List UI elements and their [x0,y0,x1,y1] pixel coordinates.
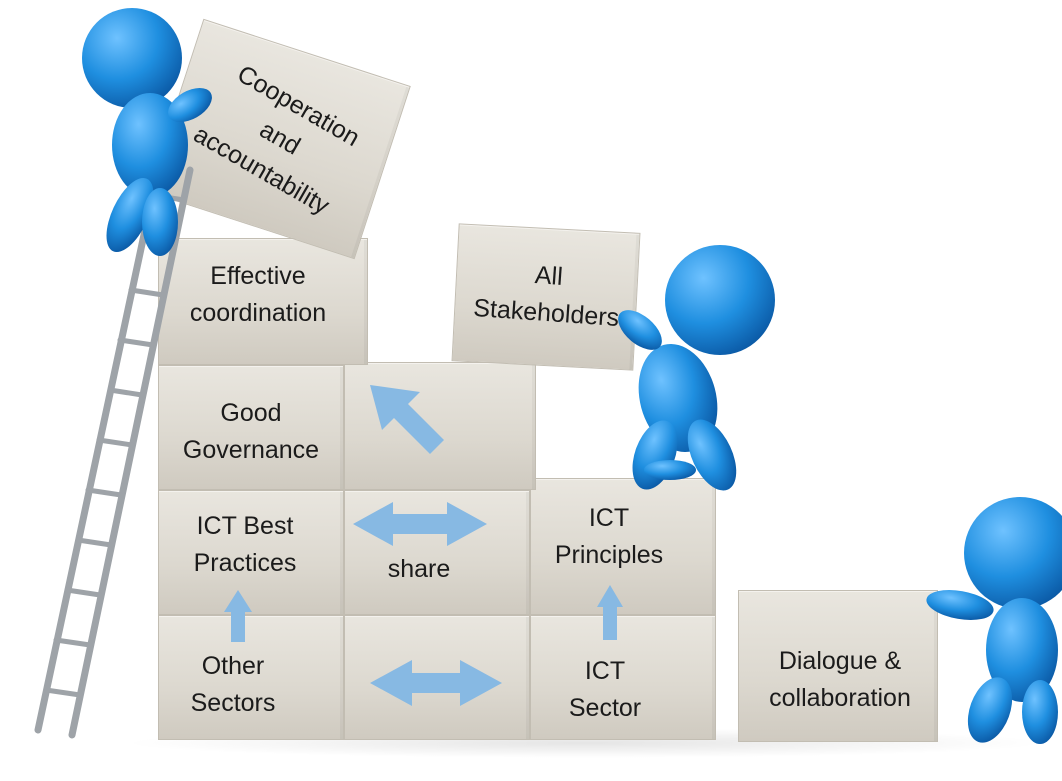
block-share [344,490,530,615]
ladder-icon [34,156,194,739]
person-figure-icon [82,8,212,256]
block-arrow [344,362,536,490]
label-good-governance: Good Governance [182,399,320,464]
up-arrow-left-icon [224,590,252,642]
diagonal-arrow-icon [370,385,444,454]
person-figure-icon-3 [926,497,1062,744]
block-effective-coordination [158,238,368,365]
block-ict-principles [530,478,716,615]
label-other-sectors: Other Sectors [190,652,276,717]
up-arrow-right-icon [597,585,623,640]
block-ict-best-practices [158,490,344,615]
bottom-double-arrow-icon [370,660,502,706]
person-figure-icon-2 [618,245,775,491]
label-share: share [387,554,451,583]
label-ict-best-practices: ICT Best Practices [193,512,297,577]
label-effective-coordination: Effective coordination [189,262,327,327]
label-ict-principles: ICT Principles [554,504,664,569]
block-dialogue-collaboration [738,590,938,742]
label-dialogue-collaboration: Dialogue & collaboration [769,647,911,712]
block-ict-sector [530,615,716,740]
label-ict-sector: ICT Sector [568,657,642,722]
share-double-arrow-icon [353,502,487,546]
block-good-governance [158,365,344,490]
block-other-sectors [158,615,344,740]
